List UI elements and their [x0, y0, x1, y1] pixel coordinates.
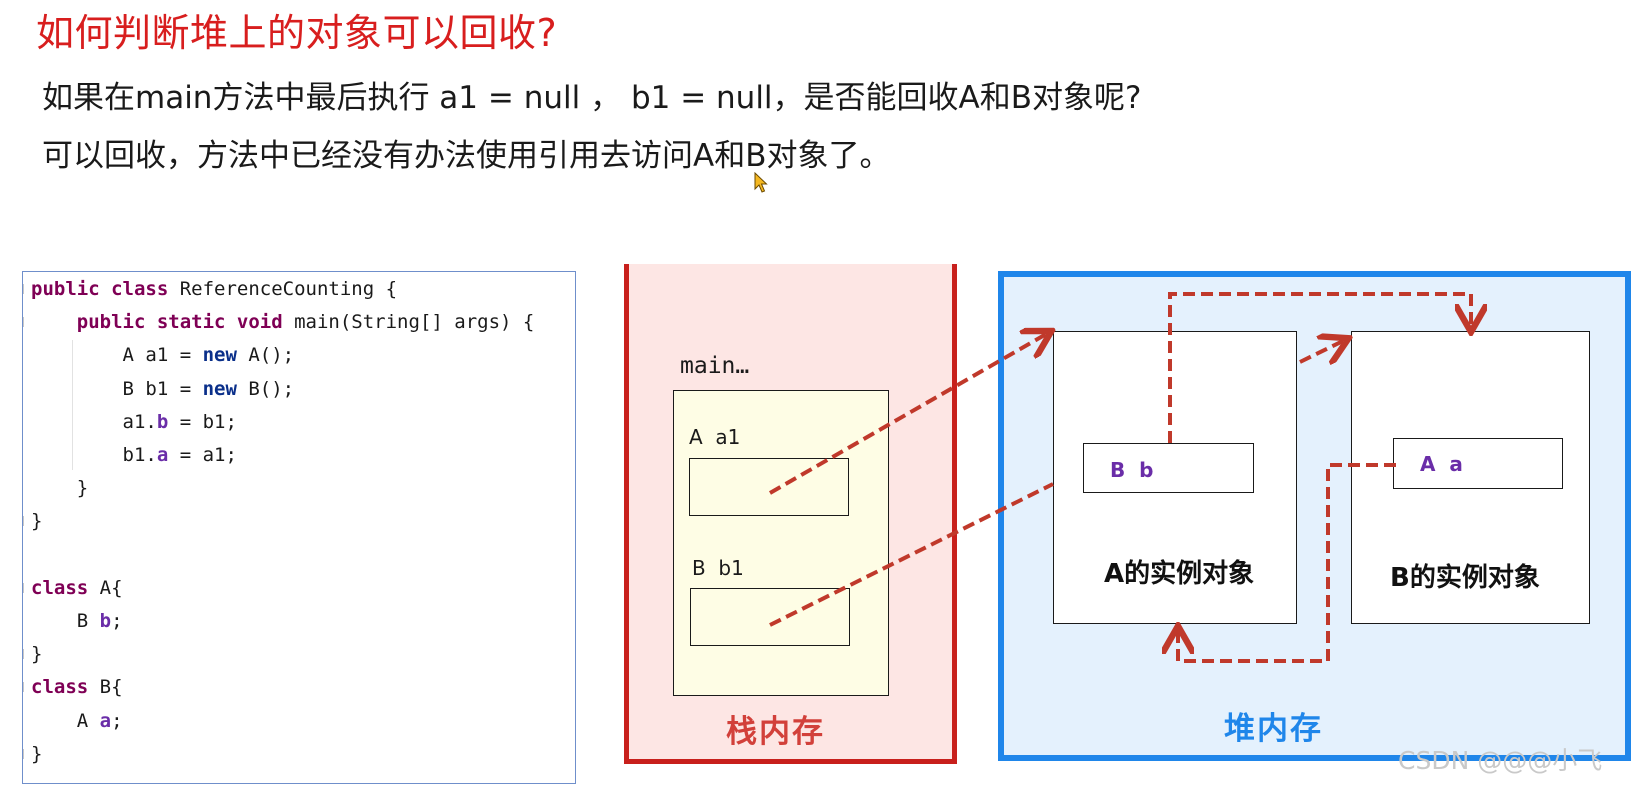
var-b1-slot [690, 588, 850, 646]
watermark-text: CSDN @@@小飞 [1398, 746, 1603, 775]
var-a1-slot [689, 458, 849, 516]
code-line: } [31, 740, 42, 768]
code-line: B b1 = new B(); [31, 375, 295, 403]
code-token: } [31, 742, 43, 765]
code-token: = a1; [168, 444, 237, 466]
field-a-box [1393, 438, 1563, 489]
fold-marker [23, 748, 28, 759]
code-line: B b; [31, 607, 123, 635]
code-token: B [31, 610, 100, 632]
code-line: class A{ [31, 574, 123, 602]
code-token: new [202, 344, 249, 367]
var-b1-label: B b1 [692, 556, 744, 580]
fold-marker [23, 582, 28, 593]
code-token: ; [111, 709, 123, 732]
indent-guide [72, 340, 73, 470]
code-token: A{ [99, 576, 123, 599]
fold-marker [23, 649, 28, 660]
fold-marker [23, 284, 28, 294]
code-token: b [156, 410, 169, 433]
code-token: } [31, 510, 43, 533]
code-token: public static void [31, 311, 295, 334]
code-token: class [31, 676, 100, 699]
fold-marker [23, 317, 28, 328]
code-token: class [31, 576, 100, 599]
field-b-box [1083, 443, 1254, 493]
object-b-title: B的实例对象 [1390, 563, 1540, 593]
fold-marker [23, 516, 28, 527]
question-text: 如果在main方法中最后执行 a1 = null ， b1 = null，是否能… [42, 80, 1142, 116]
fold-marker [23, 682, 28, 693]
code-token: public class [31, 278, 180, 300]
code-token: A a1 = [31, 344, 203, 367]
heap-memory-label: 堆内存 [1224, 711, 1323, 747]
code-token: ReferenceCounting { [179, 278, 398, 300]
answer-text: 可以回收，方法中已经没有办法使用引用去访问A和B对象了。 [42, 138, 891, 174]
code-token: B b1 = [31, 377, 203, 400]
code-panel: public class ReferenceCounting { public … [22, 271, 576, 784]
code-token: = b1; [168, 410, 237, 433]
code-token: A [31, 709, 100, 732]
code-token: a [99, 709, 112, 732]
code-token: A(); [248, 344, 295, 367]
code-token: a [156, 444, 169, 466]
object-a-title: A的实例对象 [1104, 559, 1255, 589]
field-b-label: B b [1110, 458, 1154, 482]
code-token: a1. [31, 410, 157, 433]
code-token: main(String[] args) { [294, 311, 535, 334]
code-line: a1.b = b1; [31, 408, 237, 436]
code-line: A a; [31, 707, 123, 735]
code-line: A a1 = new A(); [31, 341, 295, 369]
code-token: } [31, 477, 89, 500]
code-token: } [31, 643, 43, 666]
code-line: public class ReferenceCounting { [31, 275, 397, 303]
mouse-cursor-icon [754, 172, 768, 193]
code-token: ; [111, 610, 123, 632]
code-line: public static void main(String[] args) { [31, 308, 535, 336]
code-token: B(); [248, 377, 295, 400]
main-frame-label: main… [680, 353, 750, 379]
code-line: } [31, 640, 42, 668]
code-line: b1.a = a1; [31, 441, 237, 469]
page-title: 如何判断堆上的对象可以回收? [36, 11, 558, 55]
code-token: new [202, 377, 249, 400]
code-token: b1. [31, 444, 157, 466]
code-token: B{ [99, 676, 123, 699]
code-token: b [99, 610, 112, 632]
stack-memory-label: 栈内存 [726, 714, 825, 750]
code-line: class B{ [31, 673, 123, 701]
field-a-label: A a [1420, 452, 1463, 476]
var-a1-label: A a1 [689, 425, 741, 449]
code-line: } [31, 474, 88, 502]
code-line: } [31, 507, 42, 535]
